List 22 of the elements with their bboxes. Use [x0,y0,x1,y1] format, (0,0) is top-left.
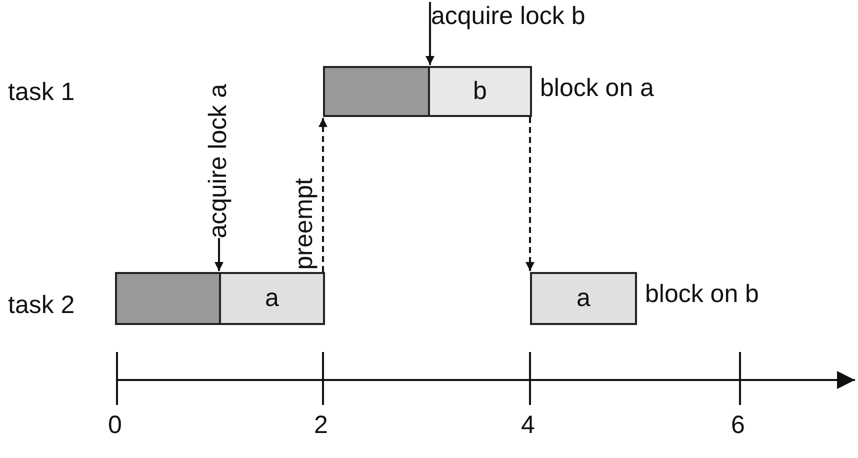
row-label: task 2 [8,291,75,320]
arrow [426,2,434,65]
status-note: block on a [540,74,654,103]
row-label: task 1 [8,78,75,107]
annotation-text: acquire lock a [205,84,231,238]
tick-label: 2 [314,411,328,440]
critical-section-bar [219,272,325,325]
annotation-text: acquire lock b [431,2,586,31]
execution-bar [323,66,430,117]
arrow [214,238,224,271]
tick-label: 6 [731,411,745,440]
lock-label: a [576,284,590,313]
execution-bar [115,272,221,325]
lock-label: a [265,284,279,313]
critical-section-bar [428,66,532,117]
status-note: block on b [645,280,759,309]
dashed-arrow [318,118,328,272]
tick-label: 0 [108,411,122,440]
lock-label: b [473,77,487,106]
dashed-arrow [526,117,534,271]
critical-section-bar [530,272,637,325]
tick-label: 4 [521,411,535,440]
